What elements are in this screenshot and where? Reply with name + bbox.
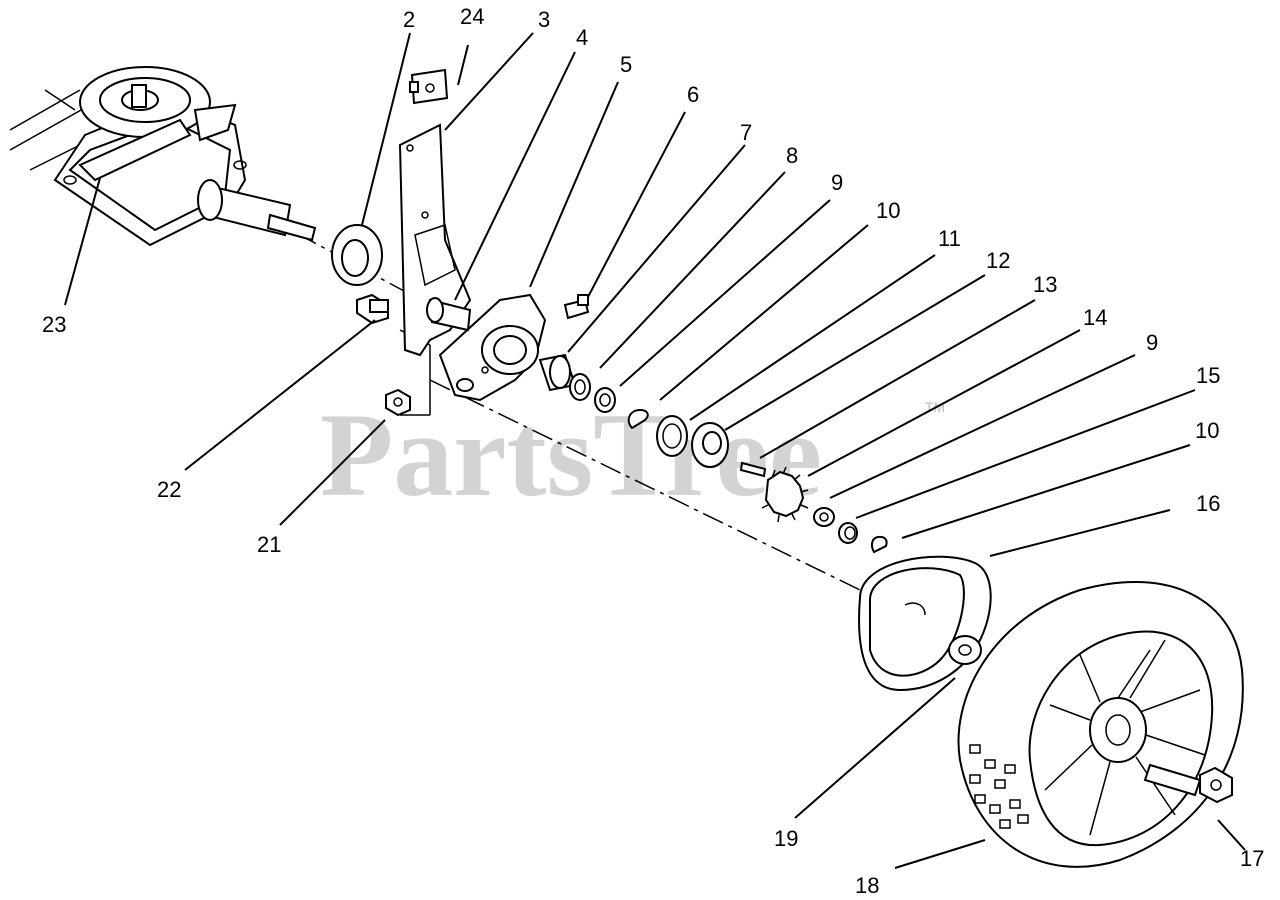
callout-19: 19 [774, 826, 798, 851]
callout-3: 3 [538, 7, 550, 32]
part-15-spacer [838, 522, 858, 544]
callout-17: 17 [1240, 846, 1264, 871]
callout-2: 2 [403, 7, 415, 32]
callout-13: 13 [1033, 272, 1057, 297]
callout-11: 11 [938, 226, 961, 251]
watermark: PartsTree TM [320, 388, 945, 521]
transmission-assembly [9, 66, 317, 247]
callout-22: 22 [157, 477, 181, 502]
part-17-axle-bolt [1143, 763, 1233, 804]
part-12-key [739, 461, 767, 478]
callout-14: 14 [1083, 305, 1107, 330]
callout-10-second: 10 [1195, 418, 1219, 443]
part-9-ring-second [813, 507, 835, 527]
part-8-washer [594, 387, 616, 413]
part-10-clip [870, 535, 888, 554]
callout-21: 21 [257, 532, 281, 557]
part-2-seal [331, 224, 383, 286]
part-21-nut [385, 388, 411, 417]
callout-12: 12 [986, 248, 1010, 273]
callout-7: 7 [740, 120, 752, 145]
callout-10: 10 [876, 198, 900, 223]
part-24-clip [409, 68, 449, 105]
callout-4: 4 [576, 25, 588, 50]
part-18-wheel [957, 581, 1244, 868]
callout-16: 16 [1196, 491, 1220, 516]
part-22-bolt [356, 293, 389, 325]
callout-15: 15 [1196, 363, 1220, 388]
callout-6: 6 [687, 82, 699, 107]
callout-23: 23 [42, 312, 66, 337]
part-9-ring [627, 408, 649, 430]
callout-labels: 2 24 3 4 5 6 7 8 9 10 11 12 13 14 9 15 1… [42, 4, 1264, 898]
callout-18: 18 [855, 873, 879, 898]
callout-9: 9 [831, 170, 843, 195]
part-7-washer [569, 373, 591, 401]
part-13-pinion [761, 466, 809, 523]
part-3-bracket [398, 123, 472, 357]
part-11-bearing [691, 422, 729, 468]
callout-5: 5 [620, 52, 632, 77]
part-16-wheel-cover [858, 555, 992, 692]
part-10-washer [656, 415, 688, 457]
callout-9-second: 9 [1146, 330, 1158, 355]
callout-24: 24 [460, 4, 484, 29]
part-4-housing [426, 293, 547, 402]
wheel-tread [969, 744, 1029, 829]
leader-lines [64, 32, 1246, 869]
callout-8: 8 [786, 143, 798, 168]
part-5-fitting [563, 294, 590, 320]
